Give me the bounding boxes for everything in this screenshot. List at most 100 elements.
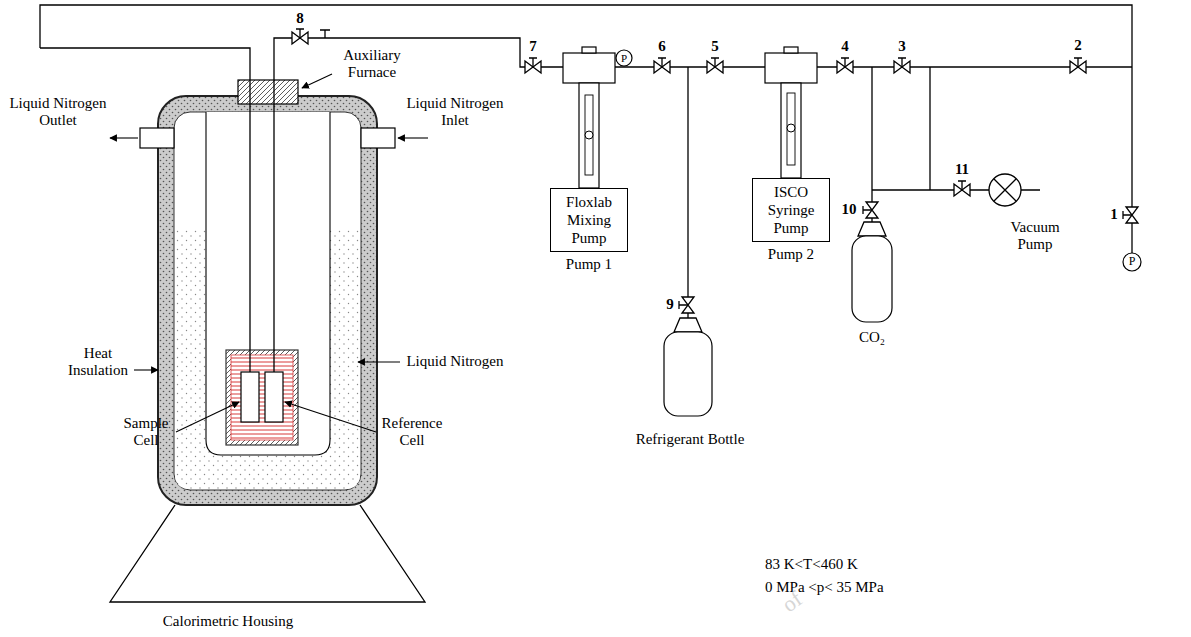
callout-number-holder: 11 [950, 161, 974, 178]
part-label-holder: Liquid Nitrogen [395, 353, 515, 370]
pump-head [765, 53, 817, 83]
callout-number-holder: 8 [290, 10, 310, 27]
pipe [687, 67, 688, 318]
gauge-letter: P [617, 52, 631, 65]
valve-handle [711, 58, 719, 67]
part-label: Calorimetric Housing [128, 613, 328, 630]
callout-number: 4 [835, 38, 855, 55]
range-note: 83 K<T<460 K [765, 556, 935, 573]
part-label: Reference Cell [376, 415, 448, 450]
valve-handle [1074, 58, 1082, 67]
valve-handle [898, 58, 906, 67]
callout-number-holder: 1 [1107, 206, 1121, 223]
sample-cell [241, 372, 259, 422]
co2-cylinder [852, 236, 892, 322]
part-label-holder: Liquid Nitrogen Inlet [403, 95, 507, 130]
leader-arrow [134, 369, 158, 370]
nitrogen-inlet-stub [361, 128, 395, 148]
pump-column [579, 83, 599, 188]
part-label-holder: Calorimetric Housing [128, 613, 328, 630]
vacuum-pump-cross [994, 179, 1016, 201]
valve-handle [958, 181, 966, 190]
pipe [871, 67, 872, 222]
part-label: CO₂ [847, 329, 897, 346]
callout-number: 9 [663, 296, 677, 313]
valve-handle [841, 58, 849, 67]
part-label: Refrigerant Bottle [610, 431, 770, 448]
pump-column [781, 83, 801, 178]
pump-name: ISCO Syringe Pump [755, 183, 827, 237]
pipe [872, 67, 1040, 190]
callout-number: 2 [1068, 37, 1088, 54]
part-label-holder: Liquid Nitrogen Outlet [6, 95, 110, 130]
pipe [274, 38, 563, 372]
callout-number-holder: 9 [663, 296, 677, 313]
callout-number: 5 [705, 38, 725, 55]
part-label-holder: Reference Cell [376, 415, 448, 450]
part-label: Liquid Nitrogen Inlet [403, 95, 507, 130]
part-label: Auxiliary Furnace [334, 47, 410, 82]
part-label-holder: Auxiliary Furnace [334, 47, 410, 82]
gauge-letter-holder: P [617, 52, 631, 65]
pump-unit: ISCO Syringe PumpPump 2 [752, 178, 830, 263]
part-label-holder: Sample Cell [116, 415, 176, 450]
gauge-letter-holder: P [1125, 255, 1139, 269]
valve-tee [320, 30, 330, 38]
pipe [1131, 223, 1132, 253]
inner-vessel [206, 112, 330, 455]
pump-caption: Pump 2 [752, 245, 830, 263]
pressure-gauge [616, 50, 632, 66]
callout-number-holder: 5 [705, 38, 725, 55]
leader-arrow [302, 74, 332, 88]
pump-slot [585, 95, 593, 175]
part-label: Heat Insulation [60, 345, 136, 380]
pump-name: Floxlab Mixing Pump [553, 193, 625, 247]
range-note-holder: 83 K<T<460 K [765, 556, 935, 573]
leader-arrow [176, 402, 239, 432]
dewar-cavity [174, 112, 361, 490]
callout-number-holder: 3 [892, 38, 912, 55]
valve-handle [863, 206, 872, 214]
part-label-holder: Refrigerant Bottle [610, 431, 770, 448]
pump-caption: Pump 1 [550, 255, 628, 273]
part-label: Liquid Nitrogen Outlet [6, 95, 110, 130]
callout-number-holder: 7 [523, 38, 543, 55]
refrigerant-bottle [664, 332, 712, 416]
housing-stand [110, 505, 425, 602]
pump-slot [787, 93, 795, 165]
part-label-holder: CO₂ [847, 329, 897, 346]
part-label-holder: Heat Insulation [60, 345, 136, 380]
valve-handle [679, 301, 688, 309]
bottle-cap [674, 318, 702, 332]
leader-arrow [285, 402, 376, 432]
pump-piston [585, 131, 593, 139]
heat-insulation [158, 96, 377, 505]
pipe [615, 66, 765, 67]
callout-number: 8 [290, 10, 310, 27]
pressure-gauge [1123, 253, 1141, 271]
valve-handle [658, 58, 666, 67]
reference-cell [265, 372, 283, 422]
leader-arrow [358, 361, 400, 362]
calorimetric-block [226, 350, 298, 445]
pump-unit: Floxlab Mixing PumpPump 1 [550, 188, 628, 273]
pump-head [563, 53, 615, 83]
auxiliary-furnace [238, 80, 298, 104]
heater-core [231, 355, 293, 440]
valve-handle [1123, 211, 1132, 219]
callout-number-holder: 6 [652, 38, 672, 55]
valve-handle [296, 29, 304, 38]
callout-number: 1 [1107, 206, 1121, 223]
callout-number-holder: 4 [835, 38, 855, 55]
part-label: Vacuum Pump [1003, 219, 1067, 254]
pump-knob [582, 47, 596, 53]
callout-number-holder: 2 [1068, 37, 1088, 54]
vacuum-pump-symbol [989, 174, 1021, 206]
part-label: Sample Cell [116, 415, 176, 450]
leader-arrow [110, 137, 138, 138]
pump-knob [784, 47, 798, 53]
gauge-letter: P [1125, 255, 1139, 269]
callout-number: 3 [892, 38, 912, 55]
